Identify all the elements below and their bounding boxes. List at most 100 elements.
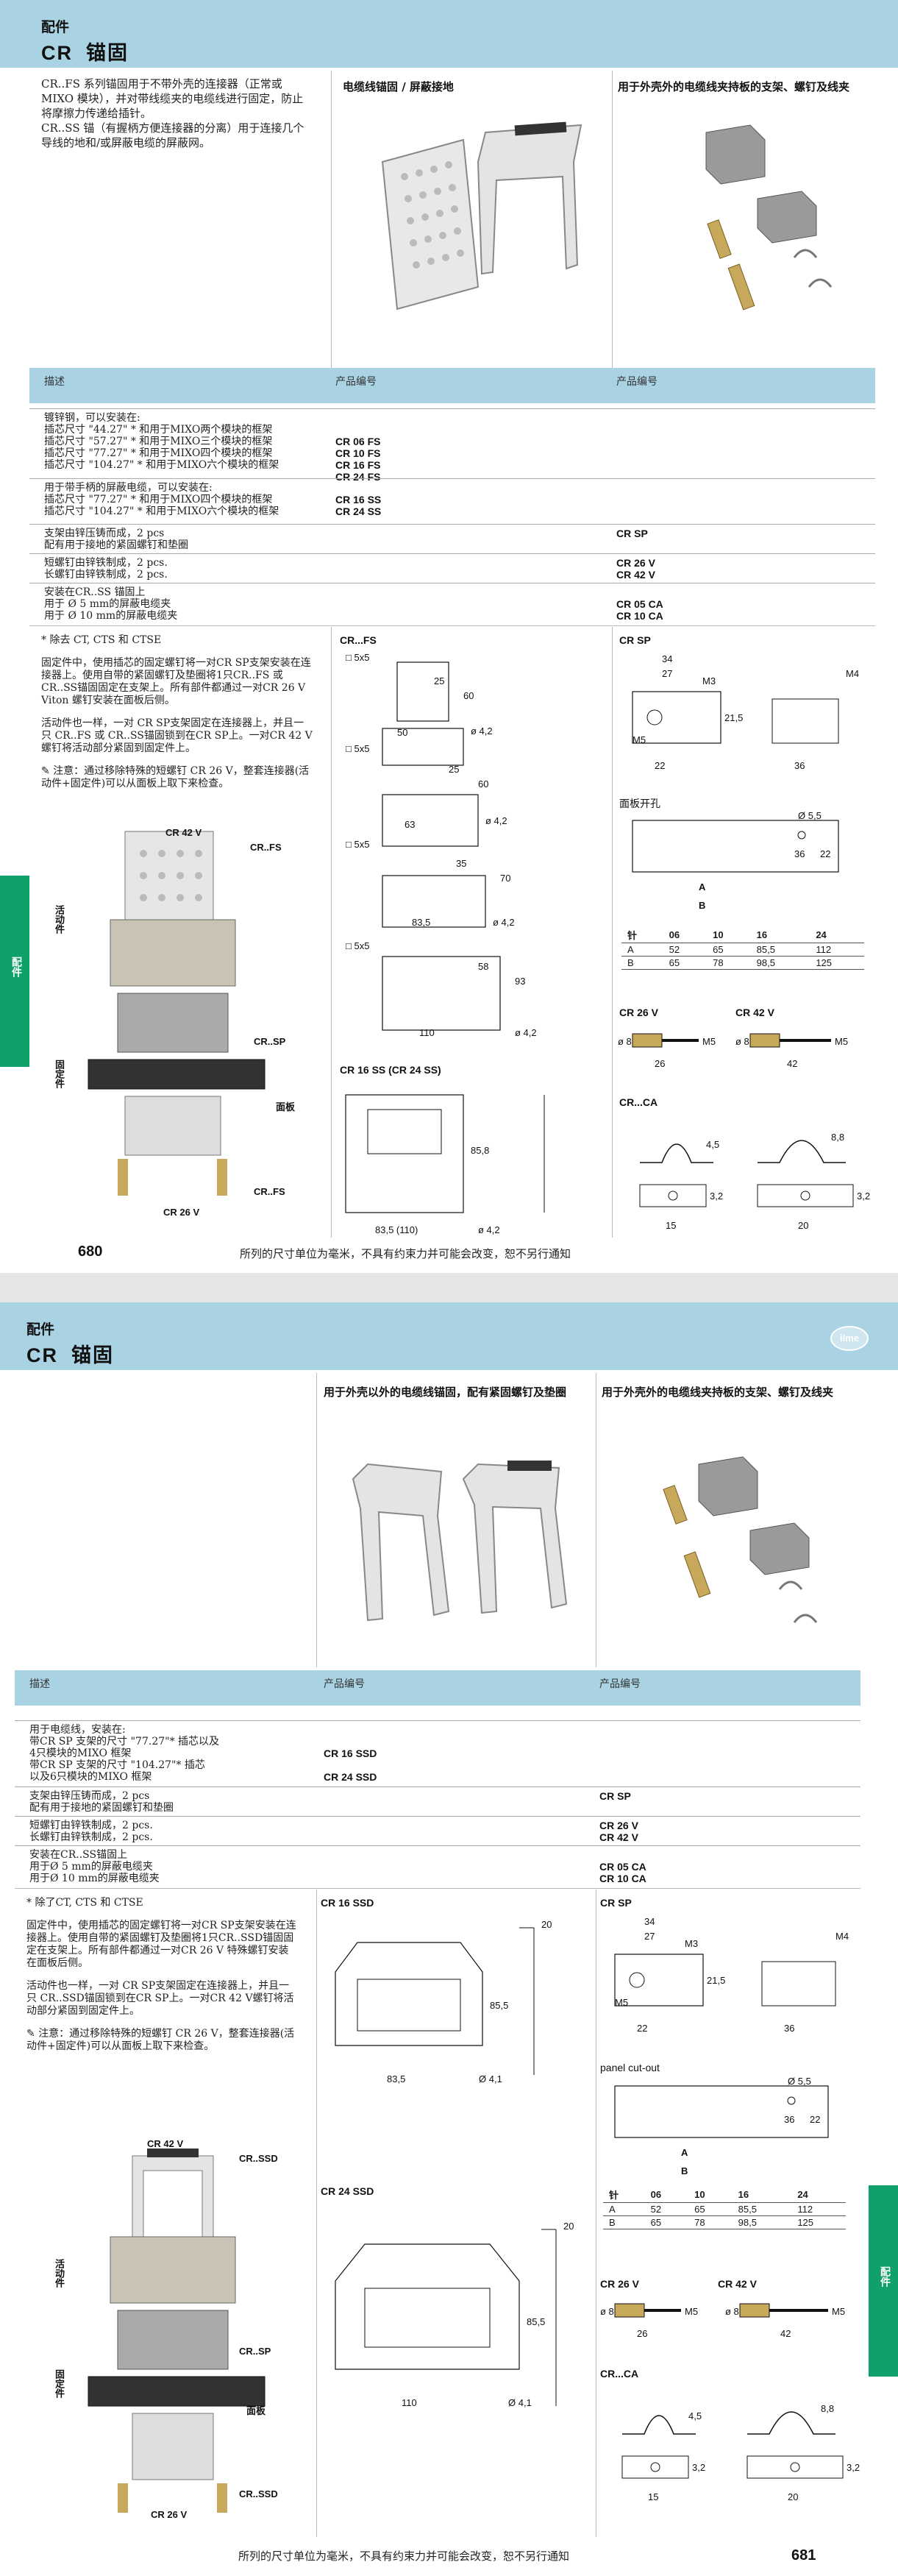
drawing-label-16ssd: CR 16 SSD xyxy=(321,1897,374,1909)
column-divider xyxy=(612,627,613,1238)
svg-text:85,5: 85,5 xyxy=(527,2316,545,2327)
svg-text:27: 27 xyxy=(644,1931,655,1942)
assy-label-fs: CR..FS xyxy=(250,842,282,853)
table-header: 描述 产品编号 产品编号 xyxy=(15,1670,860,1706)
svg-text:110: 110 xyxy=(402,2397,417,2408)
svg-text:34: 34 xyxy=(644,1916,655,1927)
ssd-bracket-image xyxy=(352,1461,568,1622)
drawing-label-ca: CR...CA xyxy=(619,1096,658,1108)
note-fixed: 固定件中，使用插芯的固定螺钉将一对CR SP支架安装在连接器上。使用自带的紧固螺… xyxy=(26,1920,296,1969)
svg-text:B: B xyxy=(699,900,705,911)
svg-text:□ 5x5: □ 5x5 xyxy=(346,839,369,850)
sp-dimension-drawing: 34 27 M3 M4 21,5 M5 22 36 xyxy=(632,653,859,771)
table-row: 支架由锌压铸而成，2 pcs 配有用于接地的紧固螺钉和垫圈 CR SP xyxy=(15,1786,860,1816)
table-row: 用于带手柄的屏蔽电缆，可以安装在: 插芯尺寸 "77.27" * 和用于MIXO… xyxy=(29,478,875,524)
category-label: 配件 xyxy=(26,1322,55,1338)
assy-label-26v: CR 26 V xyxy=(163,1207,200,1218)
svg-text:22: 22 xyxy=(637,2023,647,2034)
edit-note-icon: ✎ xyxy=(41,765,54,777)
support-block-icon xyxy=(705,124,817,244)
svg-text:25: 25 xyxy=(449,764,459,775)
ilme-logo: ilme xyxy=(830,1326,869,1351)
svg-text:83,5: 83,5 xyxy=(412,917,430,928)
table-row: 支架由锌压铸而成，2 pcs 配有用于接地的紧固螺钉和垫圈 CR SP xyxy=(29,524,875,553)
svg-text:ø 8: ø 8 xyxy=(618,1036,632,1047)
svg-text:ø 8: ø 8 xyxy=(725,2306,739,2317)
panel-cutout-drawing: Ø 5,5 36 22 A B xyxy=(632,810,839,911)
svg-text:85,8: 85,8 xyxy=(471,1145,489,1156)
svg-text:M3: M3 xyxy=(702,675,716,686)
assy-label-moving: 活动件 xyxy=(53,905,64,934)
col-code2: 产品编号 xyxy=(616,376,658,388)
drawing-label-26v: CR 26 V xyxy=(619,1007,658,1018)
assembly-drawing xyxy=(88,831,266,1196)
svg-text:□ 5x5: □ 5x5 xyxy=(346,652,369,663)
side-tab: 配件 xyxy=(0,876,29,1067)
assy-label-panel: 面板 xyxy=(246,2405,266,2416)
drawing-label-sp: CR SP xyxy=(619,634,651,646)
svg-text:20: 20 xyxy=(798,1220,808,1231)
intro-text: CR..FS 系列锚固用于不带外壳的连接器（正常或 MIXO 模块），并对带线缆… xyxy=(41,77,306,150)
svg-text:A: A xyxy=(699,881,706,893)
svg-text:26: 26 xyxy=(655,1058,665,1069)
supports-screws-image xyxy=(663,1456,818,1623)
screw-icon xyxy=(663,1485,711,1598)
svg-text:63: 63 xyxy=(405,819,415,830)
svg-text:21,5: 21,5 xyxy=(707,1975,725,1986)
assy-label-ssd: CR..SSD xyxy=(239,2153,278,2164)
ssd16-dimension-drawing: 20 85,5 83,5 Ø 4,1 xyxy=(335,1919,552,2084)
svg-text:20: 20 xyxy=(788,2491,798,2502)
svg-text:34: 34 xyxy=(662,653,672,664)
assy-label-26v: CR 26 V xyxy=(151,2509,188,2520)
table-row: 短螺钉由锌铁制成，2 pcs. 长螺钉由锌铁制成，2 pcs. CR 26 V … xyxy=(15,1816,860,1845)
column-divider xyxy=(331,627,332,1238)
assy-label-panel: 面板 xyxy=(276,1101,296,1113)
svg-text:ø 4,2: ø 4,2 xyxy=(493,917,515,928)
svg-text:3,2: 3,2 xyxy=(692,2462,705,2473)
assy-label-fs2: CR..FS xyxy=(254,1186,285,1197)
svg-text:36: 36 xyxy=(784,2114,794,2125)
svg-text:42: 42 xyxy=(780,2328,791,2339)
table-row: 用于电缆线，安装在: 带CR SP 支架的尺寸 "77.27"* 插芯以及 4只… xyxy=(15,1720,860,1786)
perforated-bracket-icon xyxy=(381,138,480,311)
page-number: 680 xyxy=(78,1243,103,1260)
page-gap xyxy=(0,1273,898,1302)
svg-text:ø 4,2: ø 4,2 xyxy=(471,725,493,737)
svg-text:83,5: 83,5 xyxy=(387,2073,405,2084)
drawing-label-fs: CR...FS xyxy=(340,634,377,646)
svg-text:20: 20 xyxy=(563,2221,574,2232)
assy-label-42v: CR 42 V xyxy=(147,2138,184,2149)
note-fixed: 固定件中，使用插芯的固定螺钉将一对CR SP支架安装在连接器上。使用自带的紧固螺… xyxy=(41,657,311,706)
intro-paragraph-2: CR..SS 锚（有握柄方便连接器的分离）用于连接几个导线的地和/或屏蔽电缆的屏… xyxy=(41,121,304,149)
assy-label-moving: 活动件 xyxy=(53,2259,64,2288)
column-heading-supports: 用于外壳外的电缆线夹持板的支架、螺钉及线夹 xyxy=(618,80,850,93)
assy-label-fixed: 固定件 xyxy=(53,1060,64,1088)
note-remove: ✎ 注意：通过移除特殊的短螺钉 CR 26 V，整套连接器(活动件+固定件)可以… xyxy=(41,765,310,790)
svg-text:25: 25 xyxy=(434,675,444,686)
column-divider xyxy=(331,71,332,368)
screw-icon xyxy=(707,219,755,311)
svg-text:8,8: 8,8 xyxy=(831,1132,844,1143)
note-moving: 活动件也一样，一对 CR SP支架固定在连接器上，并且一只 CR..FS 或 C… xyxy=(41,717,313,754)
svg-text:3,2: 3,2 xyxy=(710,1191,723,1202)
svg-text:93: 93 xyxy=(515,976,525,987)
cable-clamp-icon xyxy=(793,249,833,288)
panel-cutout-label: 面板开孔 xyxy=(619,798,660,810)
assembly-notes: * 除了CT, CTS 和 CTSE 固定件中，使用插芯的固定螺钉将一对CR S… xyxy=(26,1897,299,2063)
svg-text:15: 15 xyxy=(666,1220,676,1231)
note-moving: 活动件也一样，一对 CR SP支架固定在连接器上，并且一只 CR..SSD锚固锁… xyxy=(26,1980,294,2017)
svg-text:21,5: 21,5 xyxy=(724,712,743,723)
cable-clamp-icon xyxy=(778,1580,818,1623)
column-heading-anchoring: 电缆线锚固 / 屏蔽接地 xyxy=(343,80,454,93)
assy-label-sp: CR..SP xyxy=(239,2346,271,2357)
assembly-drawing xyxy=(88,2149,266,2513)
title-cn: 锚固 xyxy=(71,1344,114,1367)
svg-text:B: B xyxy=(681,2165,688,2176)
